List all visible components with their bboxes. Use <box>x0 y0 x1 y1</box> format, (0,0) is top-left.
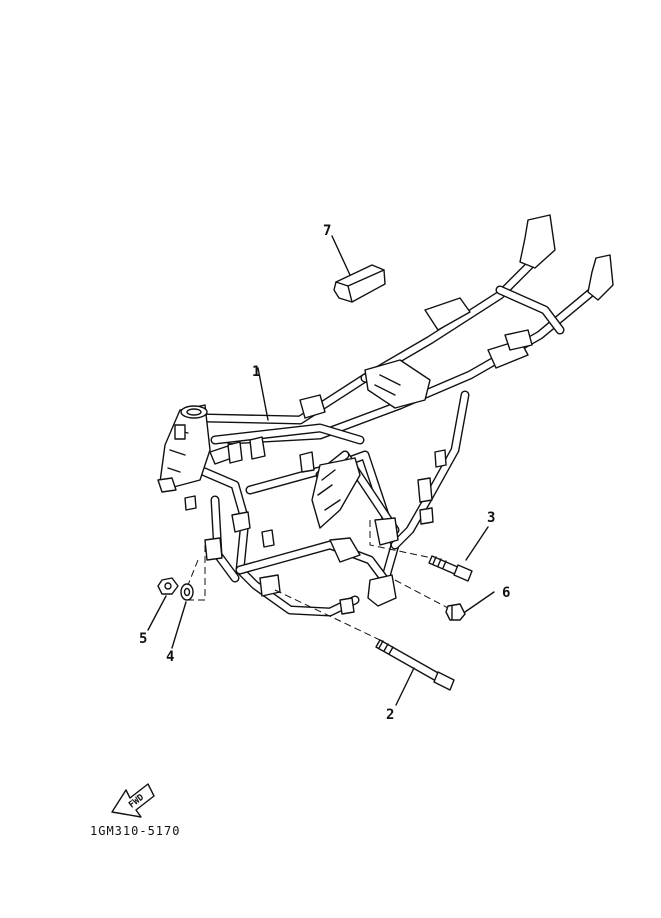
assembly-guide-lines <box>187 520 449 641</box>
callout-1: 1 <box>252 364 260 380</box>
forward-direction-arrow: FWD <box>111 783 155 818</box>
part-4-washer <box>180 583 194 601</box>
callout-7: 7 <box>323 223 331 239</box>
frame-brackets <box>184 214 614 615</box>
callout-4: 4 <box>166 649 174 665</box>
callout-5: 5 <box>139 631 147 647</box>
callout-6: 6 <box>502 585 510 601</box>
callout-3: 3 <box>487 510 495 526</box>
callout-labels: 1 2 3 4 5 6 7 <box>139 223 510 723</box>
part-7-damper-pad <box>333 264 386 303</box>
part-5-nut <box>157 577 179 595</box>
leader-lines <box>147 235 495 706</box>
frame-tubes <box>195 250 605 617</box>
frame-assembly <box>157 214 614 617</box>
part-2-long-bolt <box>375 639 455 691</box>
part-6-nut <box>445 603 466 621</box>
part-3-bolt <box>428 555 473 582</box>
callout-2: 2 <box>386 707 394 723</box>
drawing-code: 1GM310-5170 <box>90 824 180 838</box>
steering-head <box>157 404 233 493</box>
